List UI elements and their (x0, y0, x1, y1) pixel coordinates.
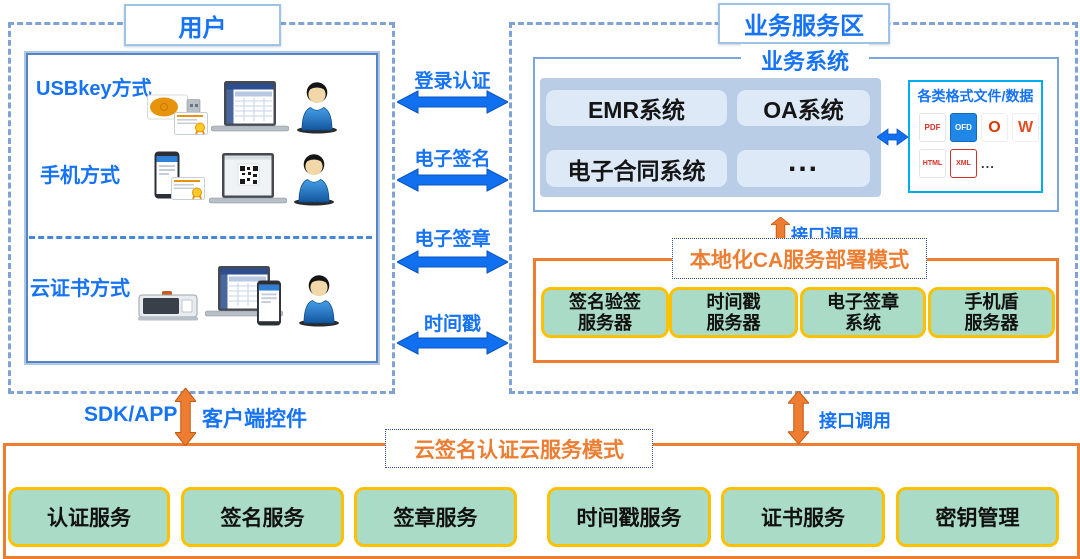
file-formats-box: 各类格式文件/数据 PDF OFD O W HTML XML ... (908, 80, 1043, 193)
sdk-app-label: SDK/APP (84, 403, 178, 426)
e-seal-label: 电子签章 (414, 229, 491, 250)
business-system-subtitle-box: 业务系统 (741, 44, 869, 76)
e-signature-arrow (397, 168, 508, 192)
e-seal-system-box: 电子签章 系统 (800, 287, 926, 338)
timestamp-server-line2: 服务器 (706, 312, 761, 333)
timestamp-label: 时间戳 (423, 314, 481, 335)
xml-file-icon: XML (950, 149, 977, 178)
timestamp-server-box: 时间戳 服务器 (669, 287, 798, 338)
mobile-method-label: 手机方式 (40, 165, 120, 187)
cloud-mode-title-box: 云签名认证云服务模式 (385, 429, 653, 468)
timestamp-arrow (397, 331, 508, 355)
interface-call-arrow-bottom (788, 391, 809, 444)
signature-pad-icon (138, 291, 198, 321)
business-system-subtitle: 业务系统 (760, 49, 849, 74)
certificate-icon (174, 112, 208, 135)
laptop-dashboard-icon (211, 81, 289, 132)
html-file-icon: HTML (919, 149, 946, 178)
timestamp-service-label: 时间戳服务 (576, 507, 682, 530)
person-icon (294, 154, 334, 206)
login-auth-label: 登录认证 (414, 71, 491, 92)
timestamp-server-line1: 时间戳 (706, 292, 761, 313)
oa-system-box: OA系统 (737, 90, 870, 126)
e-seal-system-line1: 电子签章 (827, 292, 899, 313)
client-control-arrow (175, 388, 196, 446)
ca-mode-title-box: 本地化CA服务部署模式 (672, 238, 927, 279)
usb-key-icon (147, 94, 201, 120)
mobile-shield-server-box: 手机盾 服务器 (928, 287, 1055, 338)
auth-service-label: 认证服务 (47, 507, 131, 530)
wps-file-icon: W (1012, 113, 1039, 142)
person-icon (299, 275, 339, 327)
laptop-qr-icon (209, 153, 287, 204)
business-zone-title-box: 业务服务区 (718, 3, 890, 44)
emr-system-label: EMR系统 (587, 97, 686, 123)
certificate-service-box: 证书服务 (721, 487, 885, 547)
e-contract-system-box: 电子合同系统 (546, 150, 727, 187)
business-zone-title: 业务服务区 (744, 13, 864, 40)
certificate-icon (171, 177, 205, 200)
certificate-service-label: 证书服务 (761, 507, 845, 530)
usbkey-method-label: USBkey方式 (36, 78, 152, 100)
ofd-file-icon: OFD (950, 113, 977, 142)
cloud-mode-title: 云签名认证云服务模式 (414, 438, 624, 462)
methods-divider (29, 236, 372, 239)
cloud-cert-method-label: 云证书方式 (30, 278, 130, 300)
e-seal-system-line2: 系统 (845, 312, 881, 333)
more-systems-box: ... (737, 145, 870, 187)
interface-call-arrow-top (771, 217, 790, 250)
key-management-box: 密钥管理 (896, 487, 1059, 547)
more-systems-label: ... (787, 144, 819, 178)
signature-service-label: 签名服务 (220, 507, 305, 530)
smartphone-icon (257, 280, 281, 326)
key-management-label: 密钥管理 (935, 507, 1020, 530)
signature-service-box: 签名服务 (181, 487, 344, 547)
e-seal-arrow (397, 250, 508, 274)
timestamp-service-box: 时间戳服务 (547, 487, 711, 547)
emr-system-box: EMR系统 (546, 90, 727, 126)
sign-verify-server-line1: 签名验签 (569, 292, 641, 313)
login-auth-arrow (397, 90, 508, 114)
sign-verify-server-box: 签名验签 服务器 (541, 287, 669, 338)
ca-mode-title: 本地化CA服务部署模式 (689, 248, 910, 272)
pdf-file-icon: PDF (919, 113, 946, 142)
user-zone-title-box: 用户 (124, 4, 281, 46)
interface-call-label-bottom: 接口调用 (819, 411, 891, 431)
auth-service-box: 认证服务 (8, 487, 170, 547)
more-formats-label: ... (981, 156, 995, 171)
client-control-label: 客户端控件 (202, 408, 307, 431)
seal-service-box: 签章服务 (354, 487, 517, 547)
file-formats-title: 各类格式文件/数据 (917, 88, 1034, 104)
sign-verify-server-line2: 服务器 (578, 312, 632, 333)
mobile-shield-server-line1: 手机盾 (964, 292, 1019, 313)
seal-service-label: 签章服务 (393, 507, 478, 530)
user-zone-title: 用户 (178, 14, 227, 42)
person-icon (297, 82, 337, 134)
oa-system-label: OA系统 (763, 97, 844, 123)
office-file-icon: O (981, 113, 1008, 142)
mobile-shield-server-line2: 服务器 (964, 312, 1019, 333)
e-signature-label: 电子签名 (414, 149, 491, 170)
e-contract-system-label: 电子合同系统 (567, 157, 706, 184)
system-file-arrow (877, 128, 908, 146)
